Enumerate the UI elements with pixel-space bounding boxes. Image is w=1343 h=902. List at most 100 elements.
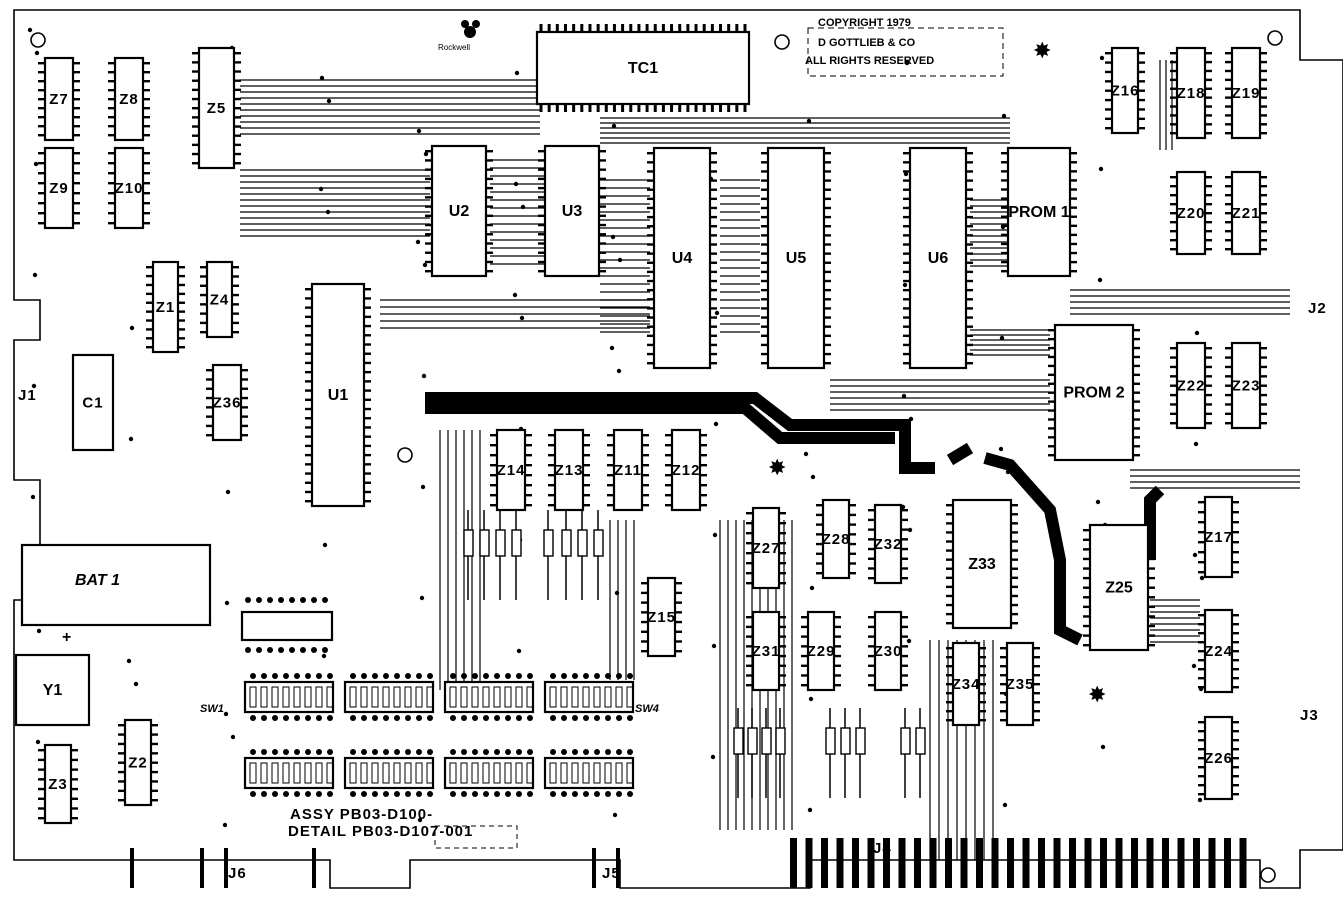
chip-label: Z12 [672, 462, 701, 479]
chip-label: Z28 [822, 531, 851, 548]
chip-z34: Z34 [946, 641, 986, 727]
chip-label: Z22 [1177, 378, 1206, 395]
chip-z22: Z22 [1170, 341, 1212, 430]
connector-j6: J6 [228, 865, 247, 882]
chip-label: Z8 [119, 91, 139, 108]
board-outline [13, 9, 1343, 889]
chip-z11: Z11 [607, 428, 649, 512]
chip-prom-2: PROM 2 [1048, 323, 1140, 462]
chip-z12: Z12 [665, 428, 707, 512]
chip-label: Z25 [1105, 580, 1133, 597]
chip-label: Z13 [555, 462, 584, 479]
chip-label: PROM 1 [1008, 204, 1069, 221]
chip-u1: U1 [305, 282, 371, 508]
chip-z5: Z5 [192, 46, 241, 170]
chip-z33: Z33 [946, 498, 1018, 630]
chip-label: Y1 [43, 682, 63, 699]
chip-z28: Z28 [816, 498, 856, 580]
chip-label: Z31 [752, 643, 781, 660]
chip-z35: Z35 [1000, 641, 1040, 727]
chip-label: Z21 [1232, 205, 1261, 222]
chip-label: Z1 [156, 299, 176, 316]
chip-label: Z14 [497, 462, 526, 479]
assembly-label: ASSY PB03-D100- [290, 806, 433, 823]
chip-z29: Z29 [801, 610, 841, 692]
edge-connector-fingers [130, 838, 1247, 888]
chip-label: Z9 [49, 180, 69, 197]
chip-z3: Z3 [38, 743, 78, 825]
chip-label: Z26 [1204, 750, 1233, 767]
chip-label: Z27 [752, 540, 781, 557]
connector-j2: J2 [1308, 300, 1327, 317]
chip-label: Z16 [1111, 83, 1140, 100]
chip-label: Z33 [968, 556, 996, 573]
chip-z36: Z36 [206, 363, 248, 442]
detail-label: DETAIL PB03-D107-001 [288, 823, 473, 840]
chip-label: U5 [786, 250, 807, 267]
copyright-block: COPYRIGHT 1979 D GOTTLIEB & CO ALL RIGHT… [805, 17, 1004, 77]
chip-label: Z35 [1006, 676, 1035, 693]
chip-u6: U6 [903, 146, 973, 370]
chip-label: Z29 [807, 643, 836, 660]
chip-y1: Y1 [14, 653, 91, 727]
chip-z27: Z27 [746, 506, 786, 590]
svg-text:✸: ✸ [1033, 38, 1051, 63]
chip-z16: Z16 [1105, 46, 1145, 135]
chip-label: Z32 [874, 536, 903, 553]
chip-z21: Z21 [1225, 170, 1267, 256]
chip-z14: Z14 [490, 428, 532, 512]
chip-z18: Z18 [1170, 46, 1212, 140]
chip-z25: Z25 [1083, 523, 1155, 652]
chip-z32: Z32 [868, 503, 908, 585]
chip-z19: Z19 [1225, 46, 1267, 140]
chip-label: Z7 [49, 91, 69, 108]
chip-z20: Z20 [1170, 170, 1212, 256]
chip-tc1: TC1 [535, 24, 751, 112]
copyright-line-3: ALL RIGHTS RESERVED [805, 55, 934, 67]
connector-j5: J5 [602, 865, 621, 882]
chip-label: Z15 [647, 609, 676, 626]
chip-label: Z11 [614, 462, 642, 479]
chip-label: Z23 [1232, 378, 1261, 395]
chip-z13: Z13 [548, 428, 590, 512]
chip-label: Z18 [1177, 85, 1206, 102]
chip-z10: Z10 [108, 146, 150, 230]
svg-text:✸: ✸ [768, 455, 786, 480]
chip-label: Z20 [1177, 205, 1206, 222]
chip-label: Z5 [207, 100, 227, 117]
chip-label: Z10 [115, 180, 144, 197]
connector-j4: J4 [873, 840, 892, 857]
chip-z15: Z15 [641, 576, 682, 658]
chip-z17: Z17 [1198, 495, 1239, 579]
connector-j1: J1 [18, 387, 37, 404]
chip-z30: Z30 [868, 610, 908, 692]
svg-text:✸: ✸ [1088, 682, 1106, 707]
chip-label: U2 [449, 203, 470, 220]
switch-label-right: SW4 [635, 703, 659, 715]
connector-labels: J1 J2 J3 J4 J5 J6 [18, 300, 1327, 882]
battery-label: BAT 1 [75, 572, 120, 589]
chip-label: C1 [82, 395, 103, 412]
battery: BAT 1 + [20, 543, 212, 646]
chip-u5: U5 [761, 146, 831, 370]
copyright-line-1: COPYRIGHT 1979 [818, 17, 911, 29]
chip-label: Z17 [1204, 529, 1233, 546]
chip-u3: U3 [538, 144, 606, 278]
chip-z23: Z23 [1225, 341, 1267, 430]
chip-label: Z36 [213, 395, 242, 412]
chip-z24: Z24 [1198, 608, 1239, 694]
chip-u4: U4 [647, 146, 717, 370]
chip-label: Z4 [210, 292, 230, 309]
chip-z9: Z9 [38, 146, 80, 230]
chip-u2: U2 [425, 144, 493, 278]
detail-box [434, 825, 518, 849]
chip-label: Z3 [48, 776, 68, 793]
chip-z4: Z4 [200, 260, 239, 339]
chip-z1: Z1 [146, 260, 185, 354]
chip-z31: Z31 [746, 610, 786, 692]
chip-label: PROM 2 [1063, 385, 1124, 402]
rockwell-logo: Rockwell [438, 20, 480, 52]
